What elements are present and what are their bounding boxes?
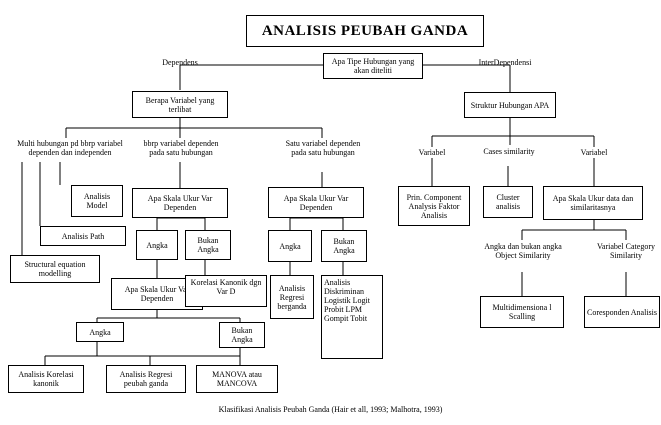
node-skala-ukur-1: Apa Skala Ukur Var Dependen: [132, 188, 228, 218]
node-analisis-model: Analisis Model: [71, 185, 123, 217]
node-cluster: Cluster analisis: [483, 186, 533, 218]
node-struktur-hubungan: Struktur Hubungan APA: [464, 92, 556, 118]
node-bukan-angka-1: Bukan Angka: [185, 230, 231, 260]
figure-caption: Klasifikasi Analisis Peubah Ganda (Hair …: [218, 405, 443, 414]
label-multi-hubungan: Multi hubungan pd bbrp variabel dependen…: [17, 139, 123, 157]
diagram-title: ANALISIS PEUBAH GANDA: [246, 15, 484, 47]
node-angka-1: Angka: [136, 230, 178, 260]
node-skala-ukur-data: Apa Skala Ukur data dan similaritasnya: [543, 186, 643, 220]
node-analisis-path: Analisis Path: [40, 226, 126, 246]
label-angka-bukan-angka: Angka dan bukan angka Object Similarity: [484, 242, 562, 260]
node-manova: MANOVA atau MANCOVA: [196, 365, 278, 393]
node-analisis-regresi-peubah: Analisis Regresi peubah ganda: [106, 365, 186, 393]
label-variabel-2: Variabel: [580, 148, 608, 157]
node-coresponden: Coresponden Analisis: [584, 296, 660, 328]
node-bukan-angka-3: Bukan Angka: [219, 322, 265, 348]
node-korelasi-kanonik-dgn: Korelasi Kanonik dgn Var D: [185, 275, 267, 307]
label-variabel-1: Variabel: [418, 148, 446, 157]
node-prin-component: Prin. Component Analysis Faktor Analisis: [398, 186, 470, 226]
label-variabel-category: Variabel Category Similarity: [597, 242, 655, 260]
node-analisis-korelasi-kanonik: Analisis Korelasi kanonik: [8, 365, 84, 393]
node-angka-3: Angka: [76, 322, 124, 342]
node-structural-equation: Structural equation modelling: [10, 255, 100, 283]
node-analisis-diskriminan: Analisis Diskriminan Logistik Logit Prob…: [321, 275, 383, 359]
node-tipe-hubungan: Apa Tipe Hubungan yang akan diteliti: [323, 53, 423, 79]
label-interdependensi: InterDependensi: [478, 58, 532, 67]
node-analisis-regresi-berganda: Analisis Regresi berganda: [270, 275, 314, 319]
label-bbrp-variabel: bbrp variabel dependen pada satu hubunga…: [143, 139, 219, 157]
label-dependens: Dependens: [162, 58, 198, 67]
node-multidimensional: Multidimensiona l Scalling: [480, 296, 564, 328]
label-satu-variabel: Satu variabel dependen pada satu hubunga…: [285, 139, 361, 157]
node-berapa-variabel: Berapa Variabel yang terlibat: [132, 91, 228, 118]
node-skala-ukur-2: Apa Skala Ukur Var Dependen: [268, 187, 364, 218]
node-bukan-angka-2: Bukan Angka: [321, 230, 367, 262]
label-cases-similarity: Cases similarity: [483, 147, 535, 156]
node-angka-2: Angka: [268, 230, 312, 262]
